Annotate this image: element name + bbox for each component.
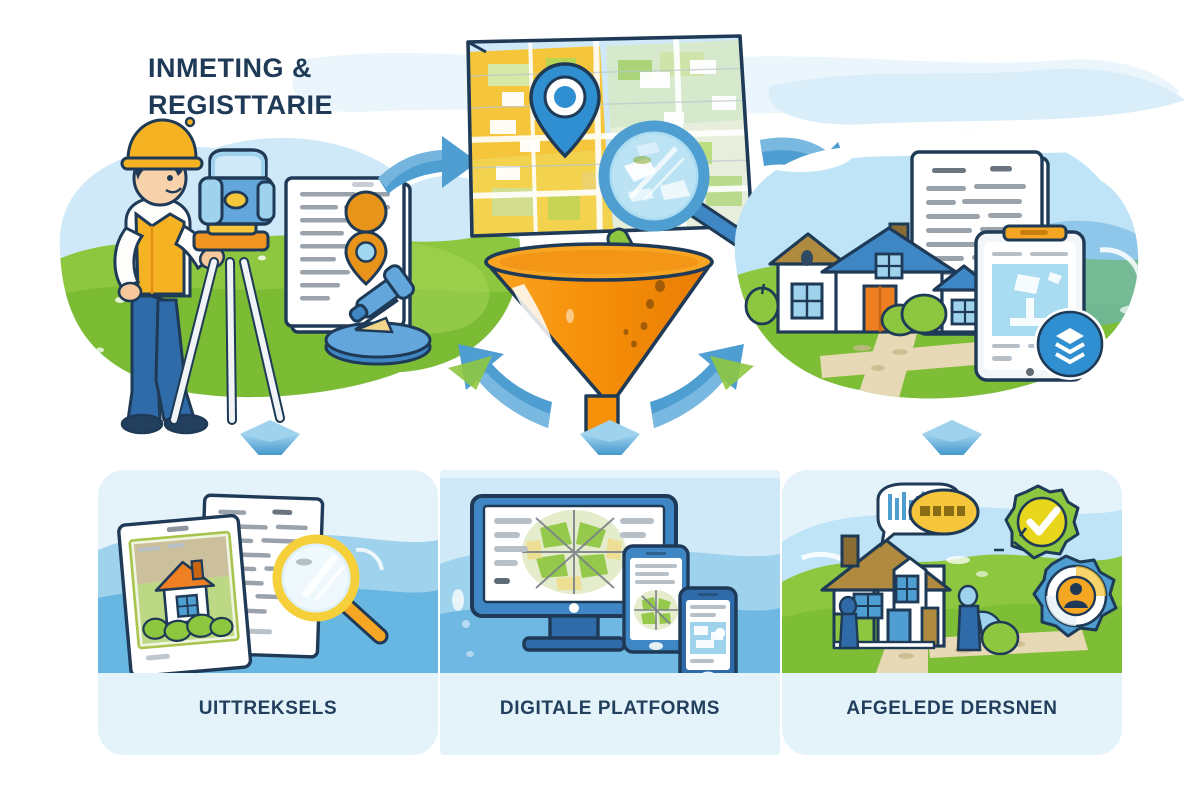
theodolite-tripod [169,148,285,425]
card-afgelede-dersnen[interactable]: AFGELEDE DERSNEN [782,470,1122,755]
tablet-device [622,544,690,654]
gear-person-icon [1032,554,1118,638]
card-digitale-platforms-image [440,478,780,673]
card-afgelede-dersnen-label: AFGELEDE DERSNEN [846,698,1058,719]
card-afgelede-dersnen-image [782,478,1122,673]
page-title: INMETING & REGISTTARIE [148,50,478,125]
speech-bubble [876,482,980,548]
property-result-scene [734,129,1139,399]
green-accent-wedges [448,356,754,390]
card-digitale-platforms[interactable]: DIGITALE PLATFORMS [440,470,780,755]
surveyor-figure [113,116,226,435]
top-scene [59,34,1185,455]
stamp-icon [324,264,432,366]
map-pin-blue-icon [529,62,601,159]
chevron-down-1 [240,420,300,455]
card-uittreksels-label: UITTREKSELS [198,698,338,719]
title-line-1: INMETING & [148,53,312,83]
tablet-with-map [974,224,1086,382]
phone-device [678,586,738,673]
people-figures [838,584,1020,656]
outcome-cards: UITTREKSELS [0,470,1200,760]
card-digitale-platforms-label: DIGITALE PLATFORMS [499,698,721,719]
download-badge-icon [1034,308,1106,380]
funnel-icon [484,227,714,454]
map-pin-orange-icon [344,190,388,287]
magnifier-yellow-icon [272,534,389,645]
arrow-left-to-center [378,136,478,194]
title-line-2: REGISTTARIE [148,90,334,121]
chevron-down-2 [580,420,640,455]
check-badge-icon [1004,484,1080,560]
card-uittreksels[interactable]: UITTREKSELS [98,470,438,755]
house-with-people [820,534,952,650]
chevron-down-3 [922,420,982,455]
magnifier-blue-icon [598,120,752,250]
registration-document [284,176,412,334]
card-uittreksels-image [98,478,438,673]
